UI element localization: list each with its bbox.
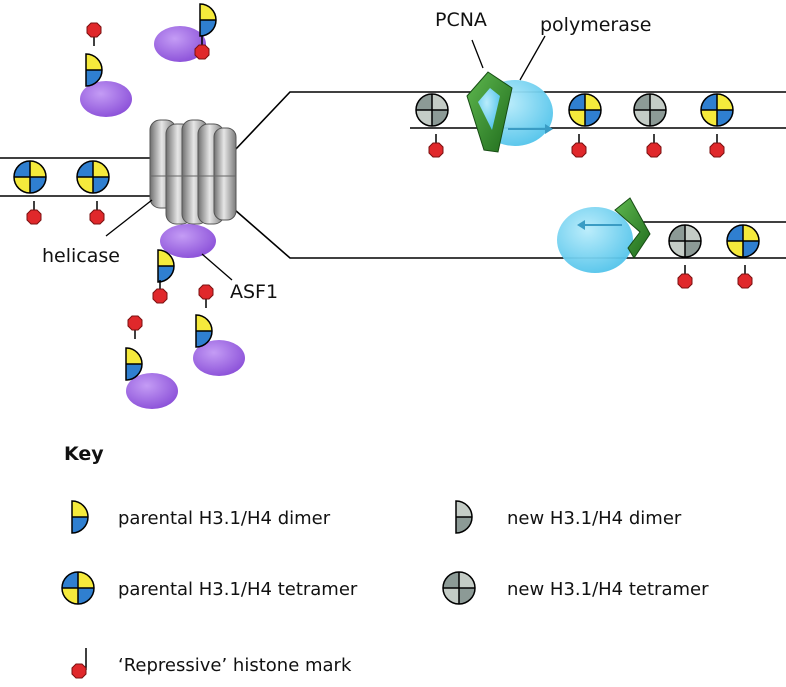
asf1-label: ASF1 xyxy=(230,281,278,303)
key-new-dimer-symbol xyxy=(455,500,473,534)
dna-strands xyxy=(0,91,786,259)
pcna-label: PCNA xyxy=(435,9,487,31)
key-repressive-mark-symbol xyxy=(71,648,87,679)
lagging-parental-tetramer-1 xyxy=(726,224,760,289)
helicase-label: helicase xyxy=(42,245,120,267)
asf1-carrier-top xyxy=(154,3,217,62)
lagging-new-tetramer-1 xyxy=(668,224,702,289)
leading-new-tetramer-1 xyxy=(415,93,449,158)
asf1-at-fork xyxy=(152,224,216,304)
parental-tetramer-unreplicated-1 xyxy=(13,160,47,225)
leading-new-tetramer-2 xyxy=(633,93,667,158)
key-parental-dimer-symbol xyxy=(71,500,89,534)
asf1-carrier-bottom-left xyxy=(125,315,178,409)
key-parental-dimer-label: parental H3.1/H4 dimer xyxy=(118,508,331,529)
asf1-carrier-bottom-right xyxy=(193,284,245,376)
key-parental-tetramer-symbol xyxy=(61,571,95,605)
leading-parental-tetramer-1 xyxy=(568,93,602,158)
polymerase-pointer xyxy=(519,35,546,81)
key-new-tetramer-label: new H3.1/H4 tetramer xyxy=(507,579,709,600)
key-parental-tetramer-label: parental H3.1/H4 tetramer xyxy=(118,579,358,600)
polymerase-lagging xyxy=(557,207,633,273)
parental-tetramer-unreplicated-2 xyxy=(76,160,110,225)
pcna-leading xyxy=(466,71,513,153)
key-repressive-mark-label: ‘Repressive’ histone mark xyxy=(118,655,352,676)
pcna-pointer xyxy=(471,39,484,69)
asf1-pointer xyxy=(201,253,233,281)
helicase-complex xyxy=(149,119,237,225)
key-new-dimer-label: new H3.1/H4 dimer xyxy=(507,508,682,529)
pcna-lagging xyxy=(614,197,651,259)
asf1-carrier-left xyxy=(80,22,132,117)
polymerase-label: polymerase xyxy=(540,14,651,36)
key-new-tetramer-symbol xyxy=(442,571,476,605)
helicase-pointer xyxy=(105,199,153,237)
key-title: Key xyxy=(64,443,104,465)
leading-parental-tetramer-2 xyxy=(700,93,734,158)
